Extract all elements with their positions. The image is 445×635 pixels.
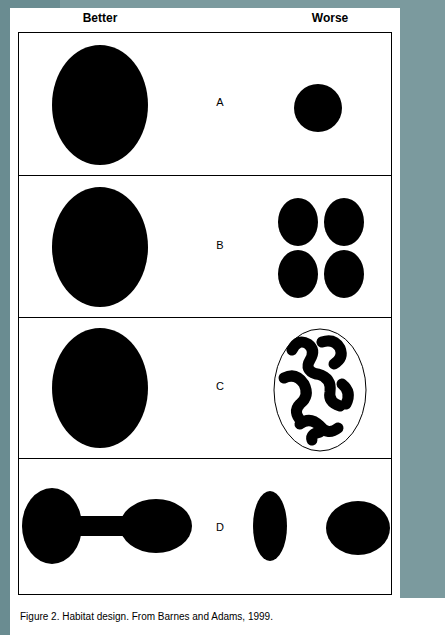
large-patch (52, 45, 148, 165)
row-letter: D (216, 521, 224, 533)
isolated-patches (253, 491, 390, 561)
caption-panel (10, 598, 445, 635)
connected-patches (22, 488, 192, 564)
small-patch (294, 84, 342, 132)
large-patch (52, 187, 148, 307)
degraded-patch-blobs (284, 341, 348, 440)
row-letter: B (216, 239, 223, 251)
figure-caption: Figure 2. Habitat design. From Barnes an… (20, 611, 273, 622)
row-letter: C (216, 380, 224, 392)
row-letter: A (216, 96, 223, 108)
patch-outline (274, 329, 366, 451)
column-heading: Worse (312, 12, 348, 25)
figure-panel (10, 8, 400, 600)
column-heading: Better (83, 12, 118, 25)
fragmented-patches (278, 198, 364, 298)
large-patch (52, 328, 148, 448)
table-lines (19, 33, 392, 595)
